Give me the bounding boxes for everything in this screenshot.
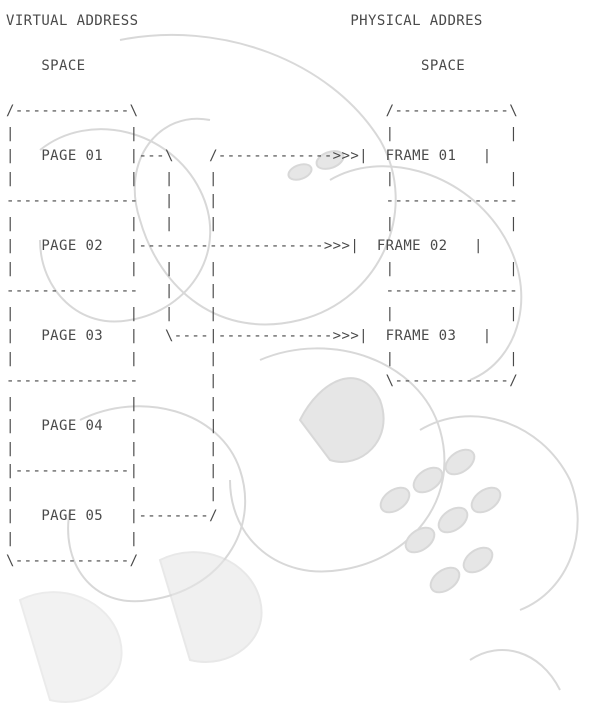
frame-01-label: FRAME 01 <box>386 148 457 164</box>
ascii-diagram: VIRTUAL ADDRESS PHYSICAL ADDRES SPACE SP… <box>6 10 518 573</box>
page-02-label: PAGE 02 <box>41 238 103 254</box>
virtual-space-title: VIRTUAL ADDRESS <box>6 13 138 29</box>
page-04-label: PAGE 04 <box>41 418 103 434</box>
frame-03-label: FRAME 03 <box>386 328 457 344</box>
page-05-label: PAGE 05 <box>41 508 103 524</box>
virtual-space-subtitle: SPACE <box>41 58 85 74</box>
physical-space-subtitle: SPACE <box>421 58 465 74</box>
physical-space-title: PHYSICAL ADDRES <box>350 13 482 29</box>
page-03-label: PAGE 03 <box>41 328 103 344</box>
frame-02-label: FRAME 02 <box>377 238 448 254</box>
page-01-label: PAGE 01 <box>41 148 103 164</box>
